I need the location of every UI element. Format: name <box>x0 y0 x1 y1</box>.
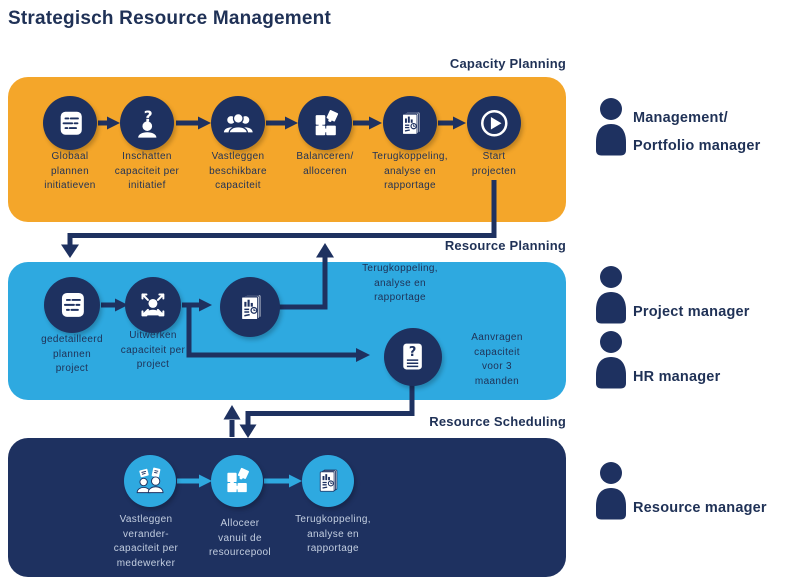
step-label: Vastleggen verander- capaciteit per mede… <box>113 514 179 569</box>
step-label: Aanvragen capaciteit voor 3 maanden <box>471 332 523 387</box>
step-terugkoppeling-scheduling <box>302 455 354 507</box>
step-alloceer-resourcepool <box>211 455 263 507</box>
step-label: Terugkoppeling, analyse en rapportage <box>362 263 438 303</box>
document-list-icon <box>53 106 88 141</box>
person-icon <box>592 98 630 156</box>
person-icon <box>592 462 630 520</box>
role-label-resource-manager: Resource manager <box>633 500 767 516</box>
step-start-projecten <box>467 96 521 150</box>
person-icon <box>592 331 630 389</box>
band-header-resource-planning: Resource Planning <box>444 238 566 253</box>
report-icon <box>231 288 269 326</box>
step-inschatten-capaciteit <box>120 96 174 150</box>
puzzle-icon <box>308 106 343 141</box>
step-gedetailleerd-plannen <box>44 277 100 333</box>
person-question-icon <box>130 106 165 141</box>
puzzle-icon <box>220 464 253 497</box>
step-globaal-plannen <box>43 96 97 150</box>
step-uitwerken-capaciteit <box>125 277 181 333</box>
person-expand-icon <box>135 287 171 323</box>
person-icon <box>592 266 630 324</box>
step-label: Terugkoppeling, analyse en rapportage <box>372 151 448 191</box>
step-vastleggen-verandercapaciteit <box>124 455 176 507</box>
report-icon <box>393 106 428 141</box>
step-label: Start projecten <box>471 151 517 177</box>
step-aanvragen-capaciteit <box>384 328 442 386</box>
step-terugkoppeling-planning <box>220 277 280 337</box>
people-documents-icon <box>133 464 166 497</box>
resource-scheduling-band <box>8 438 566 577</box>
step-label: Balanceren/ alloceren <box>296 151 354 177</box>
band-header-resource-scheduling: Resource Scheduling <box>429 414 566 429</box>
step-label: Uitwerken capaciteit per project <box>120 330 186 370</box>
step-label: Vastleggen beschikbare capaciteit <box>209 151 267 191</box>
band-header-capacity-planning: Capacity Planning <box>449 56 566 71</box>
people-group-icon <box>221 106 256 141</box>
report-icon <box>311 464 344 497</box>
step-label: Terugkoppeling, analyse en rapportage <box>295 514 371 554</box>
step-balanceren-alloceren <box>298 96 352 150</box>
step-vastleggen-capaciteit <box>211 96 265 150</box>
document-list-icon <box>54 287 90 323</box>
step-label: Inschatten capaciteit per initiatief <box>114 151 180 191</box>
role-label-hr-manager: HR manager <box>633 369 721 385</box>
role-label-management-portfolio-manager: Management/ Portfolio manager <box>633 110 761 154</box>
page-title: Strategisch Resource Management <box>8 8 331 29</box>
step-label: gedetailleerd plannen project <box>41 334 103 374</box>
step-label: Alloceer vanuit de resourcepool <box>208 518 271 558</box>
step-terugkoppeling-capacity <box>383 96 437 150</box>
document-question-icon <box>394 338 431 375</box>
play-icon <box>477 106 512 141</box>
role-label-project-manager: Project manager <box>633 304 750 320</box>
